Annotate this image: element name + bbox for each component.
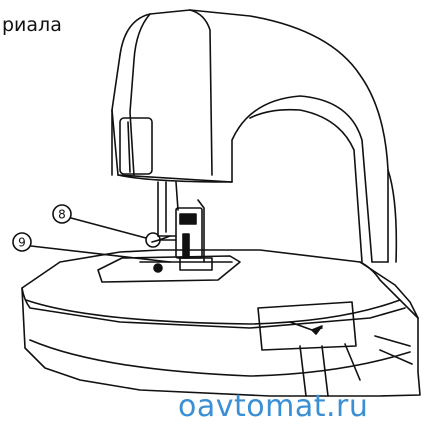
machine-base	[21, 249, 421, 397]
watermark-text: oavtomat.ru	[178, 389, 369, 424]
presser-foot-screw	[145, 232, 177, 248]
accessory-drawer	[257, 301, 357, 351]
callout-9: 9	[12, 232, 171, 263]
base-details	[299, 335, 413, 397]
callout-8-label: 8	[58, 208, 66, 222]
callout-9-label: 9	[18, 236, 26, 250]
handwheel	[371, 169, 398, 263]
callout-8: 8	[52, 204, 147, 239]
head-cover	[119, 117, 153, 175]
needle-assembly	[151, 181, 205, 263]
needle-plate	[97, 255, 241, 283]
machine-arm	[111, 9, 389, 263]
page-text-fragment: риала	[2, 14, 62, 36]
